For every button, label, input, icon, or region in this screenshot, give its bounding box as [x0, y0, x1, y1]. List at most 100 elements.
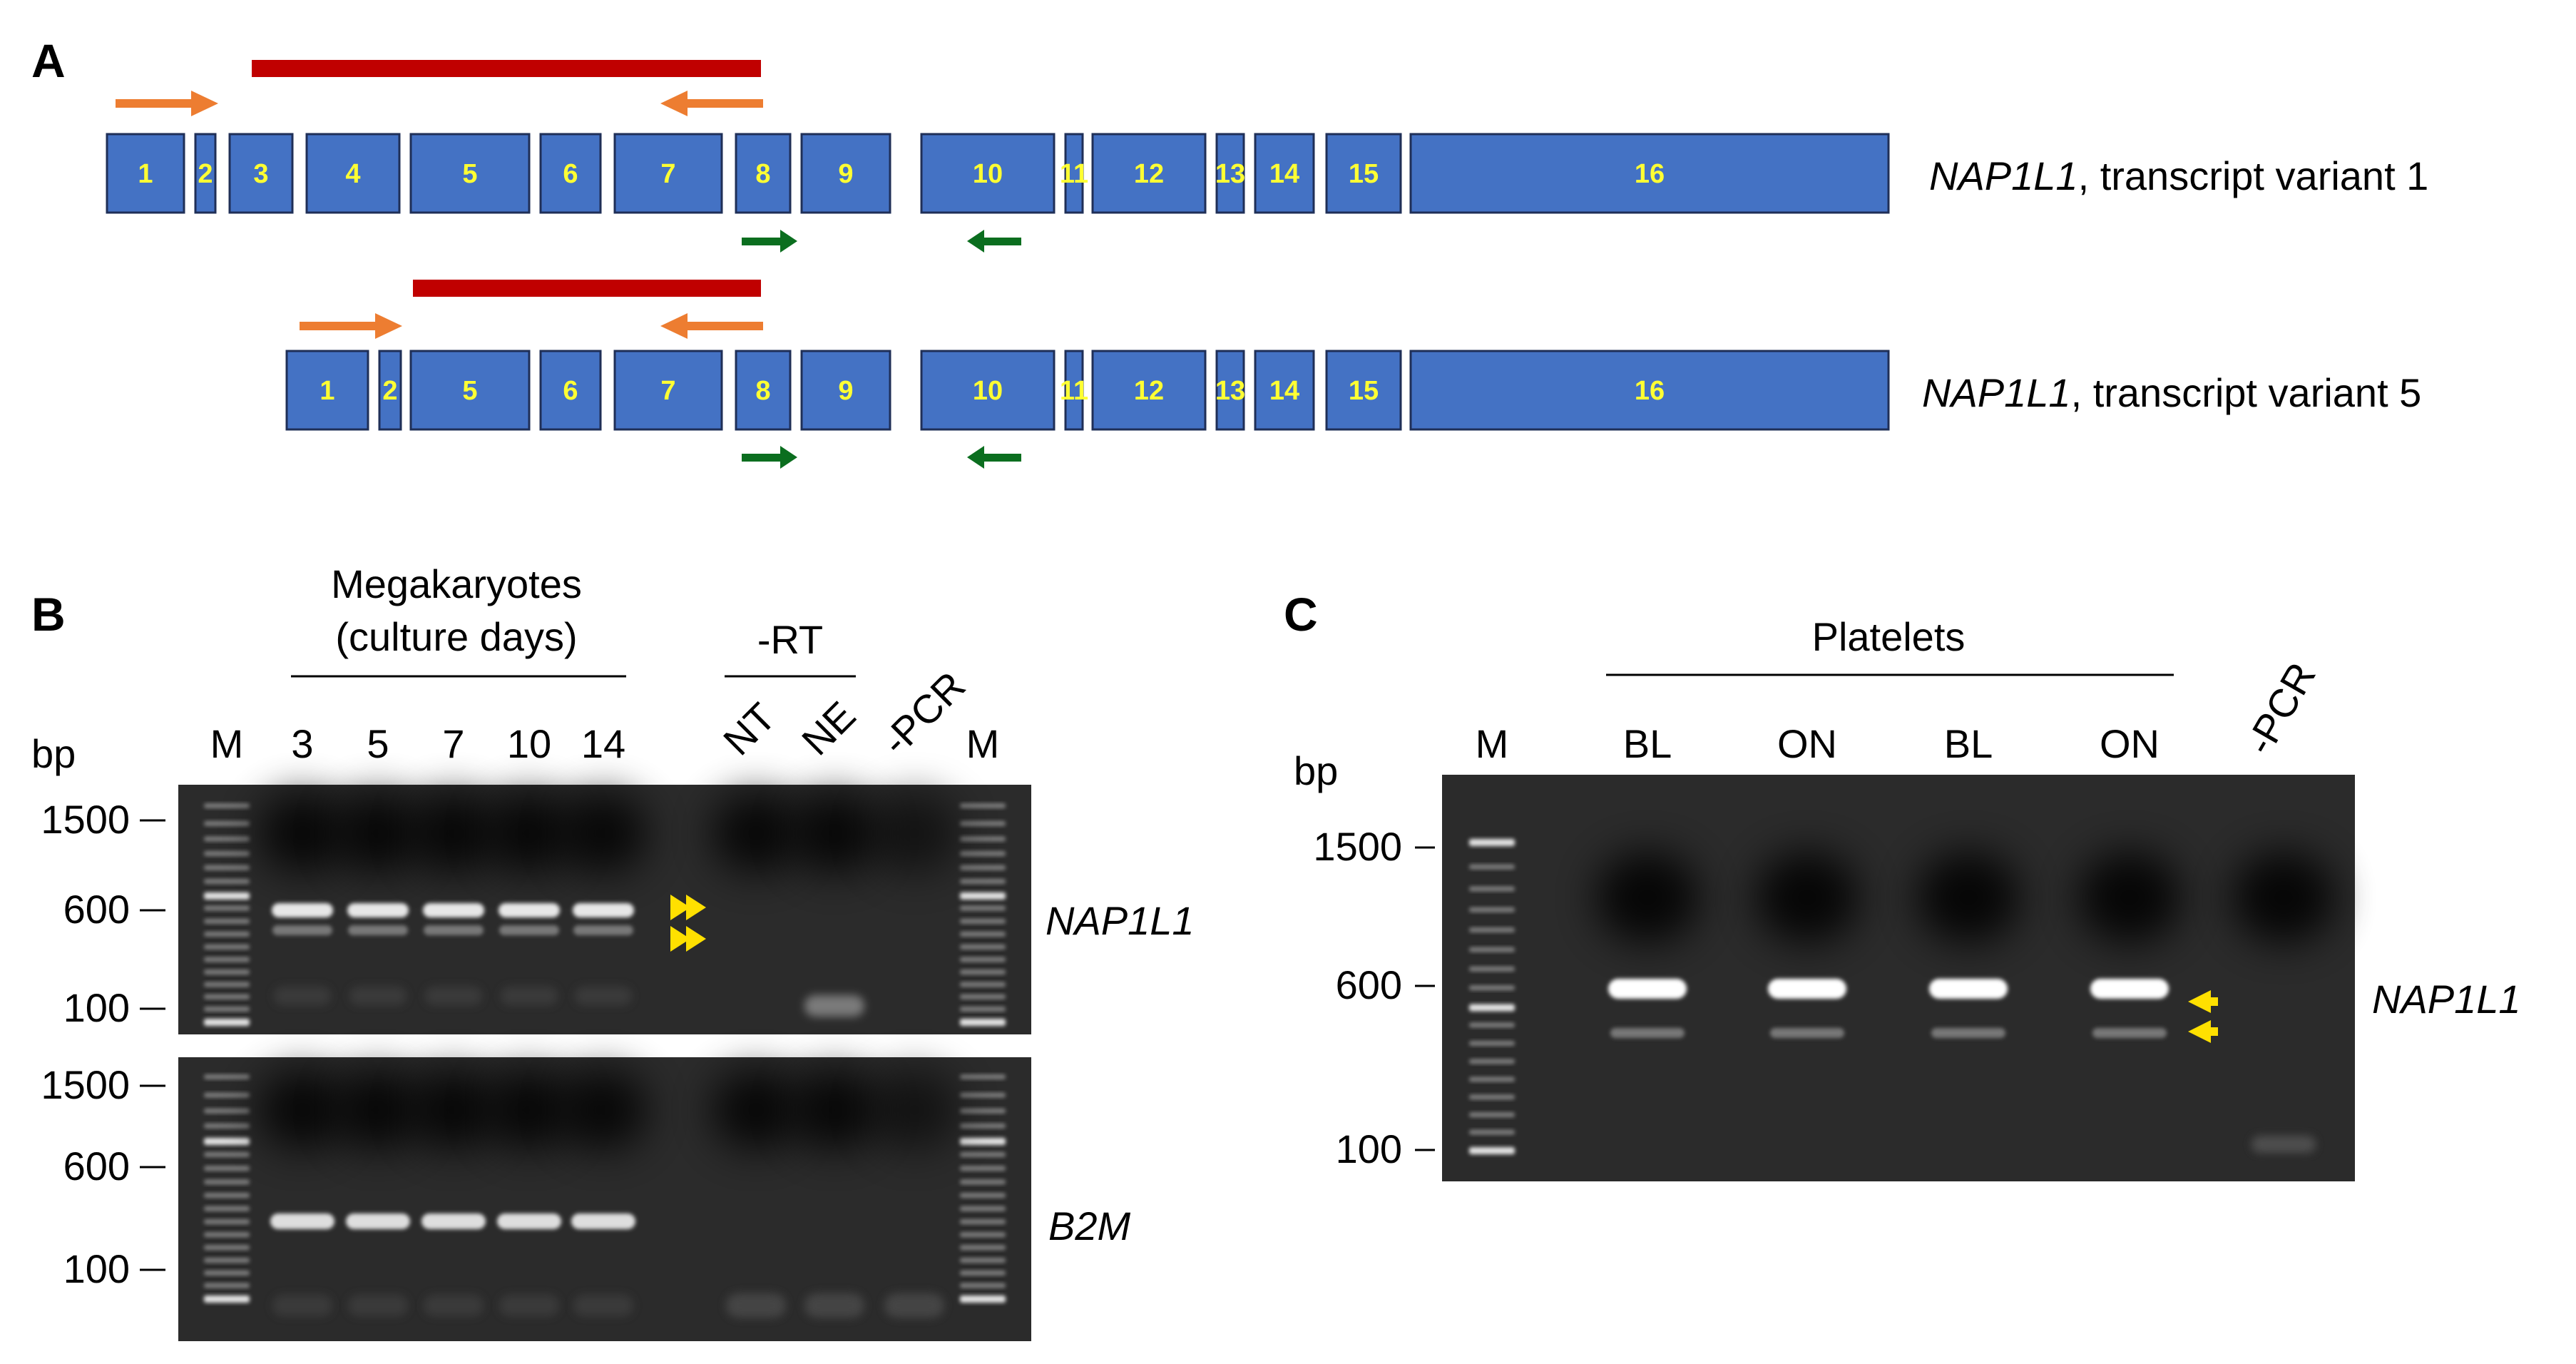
dna-band	[1931, 1028, 2005, 1038]
exon-9-box	[800, 350, 891, 431]
gene-name-variant-5: NAP1L1	[1922, 370, 2071, 415]
primer-dimer-smear	[559, 793, 648, 873]
exon-number-label: 7	[660, 159, 675, 189]
ladder-band	[1469, 1022, 1515, 1028]
ladder-band	[1469, 927, 1515, 933]
dna-band	[1768, 979, 1846, 999]
ladder-band	[204, 994, 250, 999]
ladder-band	[960, 918, 1006, 924]
ladder-band	[204, 931, 250, 937]
lane-label: M	[210, 721, 244, 766]
ladder-band	[204, 1296, 250, 1303]
exon-10-box	[920, 350, 1056, 431]
ladder-band	[204, 1092, 250, 1098]
band-arrow-lower	[670, 926, 690, 952]
amplicon-bar-variant-5	[413, 280, 761, 297]
exon-number-label: 15	[1349, 376, 1379, 406]
dna-band	[424, 925, 484, 935]
ladder-band	[204, 865, 250, 870]
ladder-band	[960, 1092, 1006, 1098]
ladder-band	[960, 905, 1006, 911]
ladder-band	[204, 879, 250, 885]
primer-dimer-smear	[2078, 852, 2181, 943]
dna-band	[1770, 1028, 1844, 1038]
dna-band	[347, 903, 409, 917]
ladder-band	[204, 1258, 250, 1263]
ladder-band	[960, 1123, 1006, 1129]
ladder-band	[960, 931, 1006, 937]
lane-label: BL	[1623, 721, 1672, 766]
primer-dimer-smear	[712, 793, 800, 873]
primer-dimer-smear	[712, 1070, 800, 1150]
gel-nap1l1-c	[1442, 775, 2355, 1181]
exon-1-box	[106, 133, 185, 214]
ladder-band	[960, 892, 1006, 900]
ladder-band	[960, 982, 1006, 987]
ladder-band	[204, 905, 250, 911]
ladder-band	[204, 982, 250, 987]
ladder-band	[1469, 1040, 1515, 1046]
ladder-band	[960, 836, 1006, 842]
exon-number-label: 7	[660, 376, 675, 406]
megakaryotes-label: Megakaryotes	[331, 561, 582, 606]
ladder-band	[1469, 1112, 1515, 1118]
ladder-band	[204, 957, 250, 962]
lane-label: -PCR	[873, 663, 973, 763]
ladder-band	[960, 1166, 1006, 1171]
ladder-band	[204, 1193, 250, 1198]
primer-dimer-smear	[1596, 852, 1699, 943]
lane-label: BL	[1944, 721, 1993, 766]
ladder-band	[204, 969, 250, 975]
ladder-band	[960, 1232, 1006, 1238]
size-marker-label: 100	[1336, 1126, 1402, 1171]
exon-14-box	[1254, 350, 1315, 431]
gene-name-variant-1: NAP1L1	[1929, 153, 2078, 198]
primer-dimer-smear	[334, 793, 422, 873]
ladder-band	[1469, 1094, 1515, 1100]
exon-number-label: 16	[1635, 376, 1665, 406]
dna-band	[1929, 979, 2008, 999]
ladder-band	[204, 944, 250, 950]
lane-label: 3	[291, 721, 313, 766]
ladder-band	[1469, 1059, 1515, 1064]
gene-label-b2m: B2M	[1048, 1203, 1130, 1248]
dna-band	[726, 1293, 786, 1318]
primer-dimer-smear	[258, 1070, 347, 1150]
exon-6-box	[539, 350, 602, 431]
lane-label: -PCR	[2237, 655, 2324, 762]
ladder-band	[960, 944, 1006, 950]
band-arrow-upper	[2188, 990, 2211, 1013]
exon-2-box	[194, 133, 217, 214]
exon-16-box	[1409, 133, 1890, 214]
ladder-band	[204, 1270, 250, 1276]
primer-dimer-smear	[2232, 852, 2335, 943]
dna-band	[573, 925, 633, 935]
band-arrow-lower	[686, 926, 706, 952]
dna-band	[499, 925, 559, 935]
ladder-band	[204, 1138, 250, 1146]
band-arrow-upper	[686, 895, 706, 920]
lane-label: ON	[1777, 721, 1837, 766]
lane-label: 5	[367, 721, 389, 766]
lane-label: ON	[2100, 721, 2160, 766]
primer-dimer-smear	[409, 1070, 498, 1150]
dna-band	[499, 903, 560, 917]
band-arrows-c	[2188, 990, 2218, 1043]
size-marker-label: 100	[63, 985, 130, 1030]
exon-number-label: 6	[563, 376, 578, 406]
ladder-band	[204, 892, 250, 900]
ladder-band	[960, 1258, 1006, 1263]
ladder-band	[960, 1283, 1006, 1288]
dna-band	[575, 987, 632, 1005]
exon-number-label: 15	[1349, 159, 1379, 189]
exon-number-label: 13	[1215, 159, 1245, 189]
dna-band	[2092, 1028, 2167, 1038]
ladder-band	[204, 820, 250, 826]
exon-7-box	[613, 350, 723, 431]
band-arrow-lower-tail	[2208, 1027, 2218, 1036]
